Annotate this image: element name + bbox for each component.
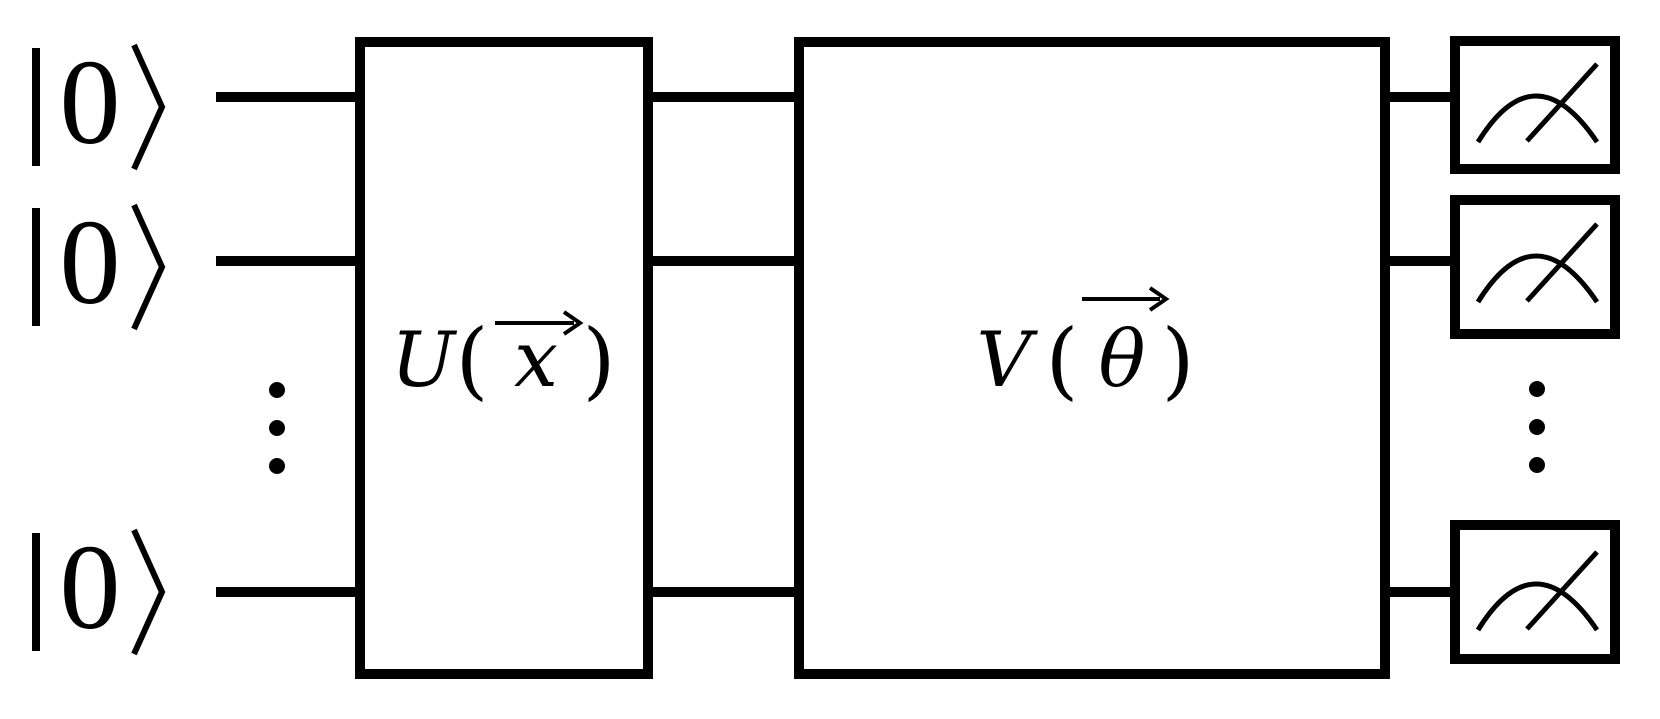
encoding-gate-argument: x (514, 315, 558, 405)
ket-angle (131, 43, 166, 171)
vector-arrow-icon (495, 310, 584, 336)
wires-input-to-encoding (216, 92, 356, 597)
encoding-gate-letter: U (391, 315, 458, 404)
encoding-gate-box (355, 37, 653, 679)
ket-angle (131, 528, 166, 656)
variational-gate-close-paren: ) (1162, 311, 1195, 409)
variational-gate-open-paren: ( (1046, 311, 1079, 409)
ket-state: 0 (60, 195, 121, 330)
variational-gate-box (794, 37, 1390, 679)
input-ket-1: 0 (32, 35, 166, 171)
encoding-gate-close-paren: ) (583, 311, 616, 409)
encoding-gate-open-paren: ( (456, 311, 489, 409)
vector-arrow-icon (1082, 286, 1170, 312)
variational-gate-letter: V (977, 315, 1039, 404)
measurement-meter-icon (1450, 36, 1620, 174)
input-ket-2: 0 (32, 195, 166, 331)
wires-variational-to-measurement (1389, 92, 1452, 597)
wires-encoding-to-variational (652, 92, 795, 597)
ket-angle (131, 203, 166, 331)
ket-state: 0 (60, 520, 121, 655)
input-ket-3: 0 (32, 520, 166, 656)
encoding-gate: U ( x ) (355, 37, 653, 679)
variational-gate-argument: θ (1099, 315, 1146, 405)
measurement-meter-icon (1450, 195, 1620, 339)
variational-gate: V ( θ ) (794, 37, 1390, 679)
vertical-ellipsis-icon (269, 382, 285, 474)
measurement-meter-icon (1450, 520, 1620, 664)
ket-state: 0 (60, 35, 121, 170)
vertical-ellipsis-icon (1529, 381, 1545, 473)
